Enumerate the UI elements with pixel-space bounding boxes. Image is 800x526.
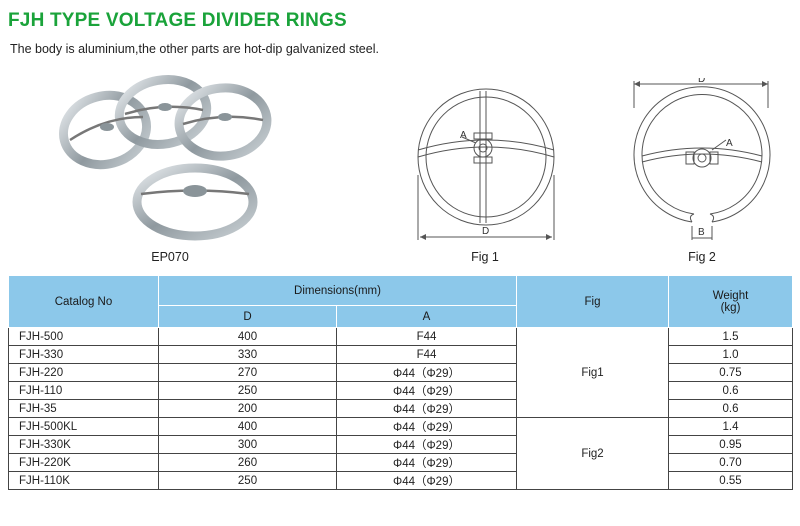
- cell-a: Φ44（Φ29）: [336, 399, 517, 418]
- table-row: FJH-110 250 Φ44（Φ29） 0.6: [8, 381, 793, 400]
- table-row: FJH-330 330 F44 1.0: [8, 345, 793, 364]
- fig1-label-a: A: [460, 130, 467, 141]
- cell-fig-group: Fig2: [516, 417, 669, 490]
- cell-a: F44: [336, 345, 517, 364]
- header-weight-unit: (kg): [720, 301, 741, 314]
- ring-photo: [58, 75, 272, 241]
- cell-catalog: FJH-330K: [8, 435, 159, 454]
- table-row: FJH-330K 300 Φ44（Φ29） 0.95: [8, 435, 793, 454]
- table-row: FJH-220 270 Φ44（Φ29） 0.75: [8, 363, 793, 382]
- table-row: FJH-500KL 400 Φ44（Φ29） Fig2 1.4: [8, 417, 793, 490]
- cell-d: 400: [158, 417, 337, 436]
- cell-a: Φ44（Φ29）: [336, 417, 517, 436]
- page-subtitle: The body is aluminium,the other parts ar…: [10, 42, 379, 56]
- header-d: D: [158, 305, 337, 328]
- cell-weight: 0.70: [668, 453, 793, 472]
- cell-d: 400: [158, 327, 337, 346]
- cell-a: Φ44（Φ29）: [336, 435, 517, 454]
- fig2-label-b: B: [698, 227, 705, 238]
- cell-catalog: FJH-220K: [8, 453, 159, 472]
- photo-caption: EP070: [151, 250, 189, 264]
- cell-weight: 0.55: [668, 471, 793, 490]
- cell-catalog: FJH-110K: [8, 471, 159, 490]
- cell-weight: 0.95: [668, 435, 793, 454]
- header-fig: Fig: [516, 275, 669, 328]
- cell-d: 330: [158, 345, 337, 364]
- cell-a: Φ44（Φ29）: [336, 453, 517, 472]
- cell-a: Φ44（Φ29）: [336, 363, 517, 382]
- fig2-label-d: D: [698, 78, 705, 85]
- table-row: FJH-500 400 F44 Fig1 1.5: [8, 327, 793, 418]
- cell-d: 270: [158, 363, 337, 382]
- cell-catalog: FJH-500: [8, 327, 159, 346]
- spec-table: Catalog No Dimensions(mm) Fig Weight (kg…: [8, 275, 793, 490]
- cell-catalog: FJH-500KL: [8, 417, 159, 436]
- table-row: FJH-35 200 Φ44（Φ29） 0.6: [8, 399, 793, 418]
- cell-weight: 1.4: [668, 417, 793, 436]
- cell-catalog: FJH-330: [8, 345, 159, 364]
- fig1-drawing: A D: [417, 88, 555, 240]
- header-catalog: Catalog No: [8, 275, 159, 328]
- cell-d: 250: [158, 471, 337, 490]
- table-row: FJH-110K 250 Φ44（Φ29） 0.55: [8, 471, 793, 490]
- cell-d: 260: [158, 453, 337, 472]
- cell-weight: 0.6: [668, 399, 793, 418]
- cell-d: 300: [158, 435, 337, 454]
- header-weight-label: Weight: [712, 289, 749, 302]
- page-title: FJH TYPE VOLTAGE DIVIDER RINGS: [8, 10, 347, 31]
- cell-d: 200: [158, 399, 337, 418]
- fig1-label-d: D: [482, 226, 489, 237]
- cell-fig-group: Fig1: [516, 327, 669, 418]
- fig1-caption: Fig 1: [471, 250, 499, 264]
- fig2-drawing: D A B: [633, 78, 771, 240]
- cell-weight: 0.6: [668, 381, 793, 400]
- fig2-caption: Fig 2: [688, 250, 716, 264]
- cell-catalog: FJH-35: [8, 399, 159, 418]
- cell-a: Φ44（Φ29）: [336, 381, 517, 400]
- cell-a: F44: [336, 327, 517, 346]
- header-dimensions: Dimensions(mm): [158, 275, 517, 306]
- cell-weight: 1.5: [668, 327, 793, 346]
- cell-catalog: FJH-220: [8, 363, 159, 382]
- fig2-label-a: A: [726, 138, 733, 149]
- cell-catalog: FJH-110: [8, 381, 159, 400]
- cell-weight: 0.75: [668, 363, 793, 382]
- cell-a: Φ44（Φ29）: [336, 471, 517, 490]
- cell-d: 250: [158, 381, 337, 400]
- cell-weight: 1.0: [668, 345, 793, 364]
- header-weight: Weight (kg): [668, 275, 793, 328]
- table-row: FJH-220K 260 Φ44（Φ29） 0.70: [8, 453, 793, 472]
- header-a: A: [336, 305, 517, 328]
